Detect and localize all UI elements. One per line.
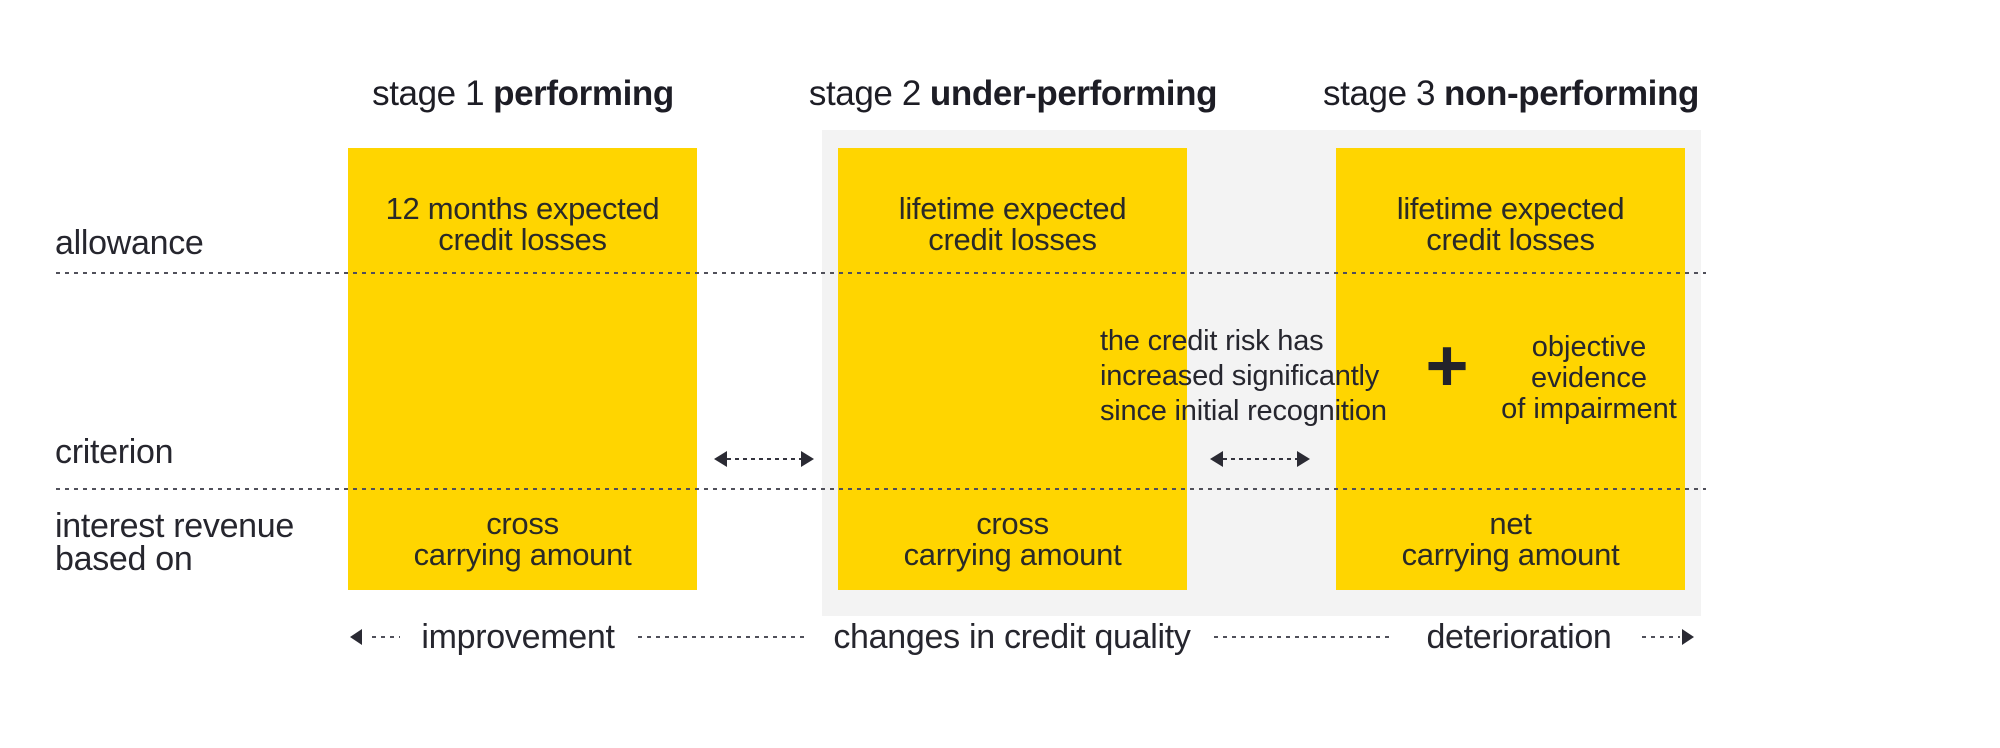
objective-evidence-note-line3: of impairment [1501, 393, 1677, 425]
allowance-row-dotted-line [56, 272, 1706, 274]
footer-dashed-connector-1 [372, 636, 400, 638]
stage-1-interest-line1: cross [486, 506, 559, 541]
stage-2-interest-text: cross carrying amount [838, 508, 1187, 570]
stage-1-header-prefix: stage 1 [372, 74, 485, 113]
criterion-row-dotted-line [56, 488, 1706, 490]
deterioration-arrow-right-icon [1682, 629, 1694, 645]
stage-1-allowance-text: 12 months expected credit losses [348, 193, 697, 255]
stage-3-interest-text: net carrying amount [1336, 508, 1685, 570]
credit-risk-note-line2: increased significantly [1100, 360, 1380, 392]
objective-evidence-note-line2: evidence [1530, 362, 1648, 394]
interest-revenue-row-label-line1: interest revenue [55, 507, 295, 545]
interest-revenue-row-label-line2: based on [55, 540, 193, 578]
arrowhead-right-icon [801, 451, 814, 467]
stage-3-header-emphasis: non-performing [1444, 74, 1699, 113]
dashed-connector [727, 458, 801, 460]
stage-1-allowance-line1: 12 months expected [385, 191, 660, 226]
stage-2-allowance-text: lifetime expected credit losses [838, 193, 1187, 255]
stage-3-allowance-line1: lifetime expected [1396, 191, 1625, 226]
stage-3-allowance-line2: credit losses [1426, 222, 1595, 257]
stage-1-interest-line2: carrying amount [413, 537, 632, 572]
credit-risk-note-line3: since initial recognition [1100, 395, 1387, 427]
stage-3-box: lifetime expected credit losses net carr… [1336, 148, 1685, 590]
stage-3-interest-line1: net [1489, 506, 1532, 541]
stage-1-header-emphasis: performing [493, 74, 674, 113]
arrowhead-right-icon [1297, 451, 1310, 467]
arrowhead-left-icon [1210, 451, 1223, 467]
stage-2-allowance-line2: credit losses [928, 222, 1097, 257]
objective-evidence-note-line1: objective [1531, 331, 1647, 363]
plus-icon: + [1425, 324, 1469, 407]
improvement-label: improvement [421, 618, 615, 656]
credit-risk-note-line1: the credit risk has [1100, 325, 1324, 357]
stage-2-box: lifetime expected credit losses cross ca… [838, 148, 1187, 590]
credit-risk-note: the credit risk has increased significan… [1100, 324, 1387, 429]
double-arrow-icon-stage2-stage3 [1210, 451, 1310, 467]
stage-2-interest-line1: cross [976, 506, 1049, 541]
footer-dashed-connector-2 [638, 636, 806, 638]
double-arrow-icon-stage1-stage2 [714, 451, 814, 467]
footer-dashed-connector-3 [1214, 636, 1394, 638]
interest-revenue-row-label: interest revenue based on [55, 507, 295, 578]
allowance-row-label: allowance [55, 224, 204, 262]
deterioration-label: deterioration [1426, 618, 1612, 656]
stage-3-header-prefix: stage 3 [1323, 74, 1436, 113]
stage-3-interest-line2: carrying amount [1401, 537, 1620, 572]
stage-2-header-prefix: stage 2 [808, 74, 921, 113]
objective-evidence-note: objective evidence of impairment [1489, 332, 1689, 425]
criterion-row-label: criterion [55, 433, 174, 471]
arrowhead-left-icon [714, 451, 727, 467]
dashed-connector [1223, 458, 1297, 460]
stage-3-allowance-text: lifetime expected credit losses [1336, 193, 1685, 255]
stage-2-interest-line2: carrying amount [903, 537, 1122, 572]
footer-dashed-connector-4 [1642, 636, 1680, 638]
stage-1-allowance-line2: credit losses [438, 222, 607, 257]
improvement-arrow-left-icon [350, 629, 362, 645]
stage-2-allowance-line1: lifetime expected [898, 191, 1127, 226]
changes-in-credit-quality-label: changes in credit quality [833, 618, 1191, 656]
stage-1-box: 12 months expected credit losses cross c… [348, 148, 697, 590]
stage-2-header-emphasis: under-performing [929, 74, 1218, 113]
stage-1-interest-text: cross carrying amount [348, 508, 697, 570]
